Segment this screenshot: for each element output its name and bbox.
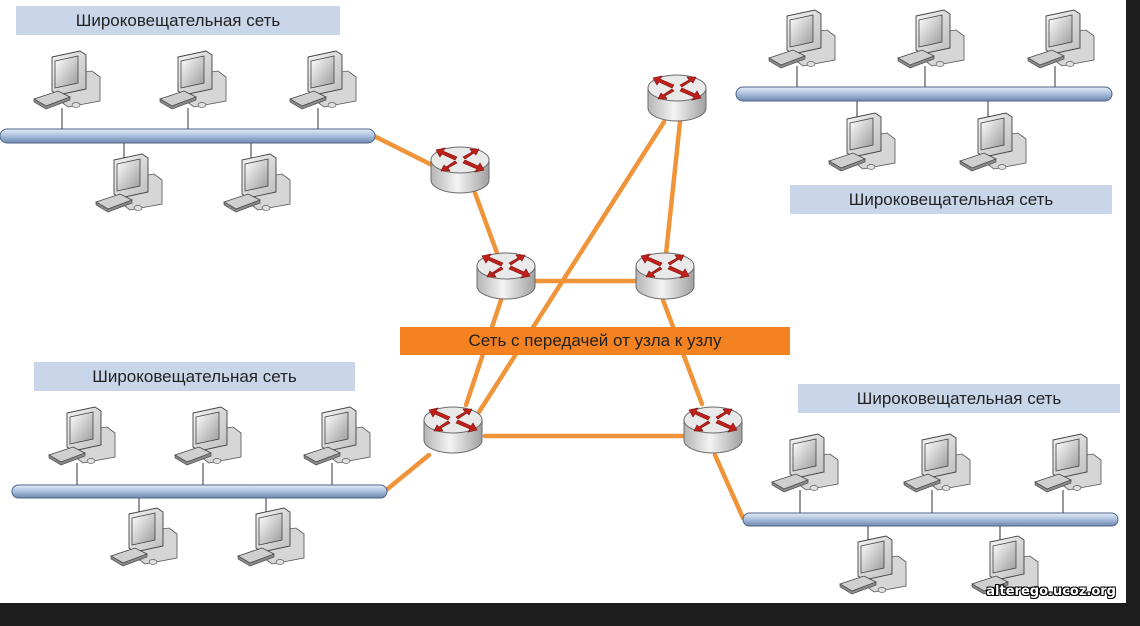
routers <box>423 74 743 454</box>
router-icon <box>476 252 536 300</box>
lan-bus-top-right <box>735 86 1113 102</box>
link <box>382 452 432 494</box>
link-lines <box>371 119 746 521</box>
lan-label-bottom-right: Широковещательная сеть <box>798 384 1120 413</box>
computer-icon <box>768 9 836 69</box>
computer-icon <box>223 153 291 213</box>
computer-icon <box>48 406 116 466</box>
router-icon <box>647 74 707 122</box>
computer-icon <box>771 433 839 493</box>
computer-icon <box>1034 433 1102 493</box>
router-icon <box>430 146 490 194</box>
computer-icon <box>903 433 971 493</box>
router-icon <box>423 406 483 454</box>
lan-label-bottom-left: Широковещательная сеть <box>34 362 355 391</box>
lan-bus-bottom-left <box>11 484 388 499</box>
core-network-label: Сеть с передачей от узла к узлу <box>400 327 790 355</box>
link <box>476 119 667 415</box>
router-icon <box>635 252 695 300</box>
link <box>663 119 683 257</box>
computer-icon <box>1027 9 1095 69</box>
computer-icon <box>828 112 896 172</box>
link <box>712 452 746 521</box>
computer-icon <box>897 9 965 69</box>
link <box>472 190 500 256</box>
lan-bus-bottom-right <box>742 512 1119 527</box>
computer-icon <box>95 153 163 213</box>
router-icon <box>683 406 743 454</box>
computer-icon <box>959 112 1027 172</box>
computer-icon <box>289 50 357 110</box>
computer-icon <box>303 406 371 466</box>
computer-icon <box>839 535 907 595</box>
lan-label-top-left: Широковещательная сеть <box>16 6 340 35</box>
lan-bus-top-left <box>0 128 376 144</box>
lan-label-top-right: Широковещательная сеть <box>790 185 1112 214</box>
computer-icon <box>159 50 227 110</box>
computer-icon <box>33 50 101 110</box>
computer-icon <box>174 406 242 466</box>
computer-icon <box>110 507 178 567</box>
watermark: alterego.ucoz.org <box>986 584 1116 599</box>
link <box>371 133 435 168</box>
computer-icon <box>237 507 305 567</box>
